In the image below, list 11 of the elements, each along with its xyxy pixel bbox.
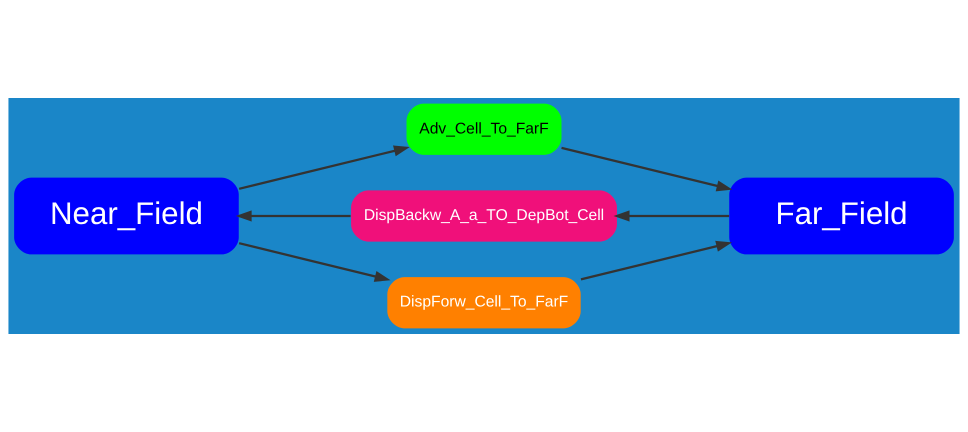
node-box: DispForw_Cell_To_FarF bbox=[387, 277, 581, 328]
node-box: DispBackw_A_a_TO_DepBot_Cell bbox=[351, 190, 617, 242]
node-box: Far_Field bbox=[729, 178, 954, 254]
arrow bbox=[561, 146, 732, 192]
arrow bbox=[614, 210, 730, 222]
arrow bbox=[236, 210, 351, 222]
arrow bbox=[238, 242, 391, 282]
arrow bbox=[580, 240, 732, 280]
node-box: Adv_Cell_To_FarF bbox=[406, 104, 562, 155]
arrow bbox=[238, 145, 410, 190]
node-box: Near_Field bbox=[14, 178, 239, 254]
